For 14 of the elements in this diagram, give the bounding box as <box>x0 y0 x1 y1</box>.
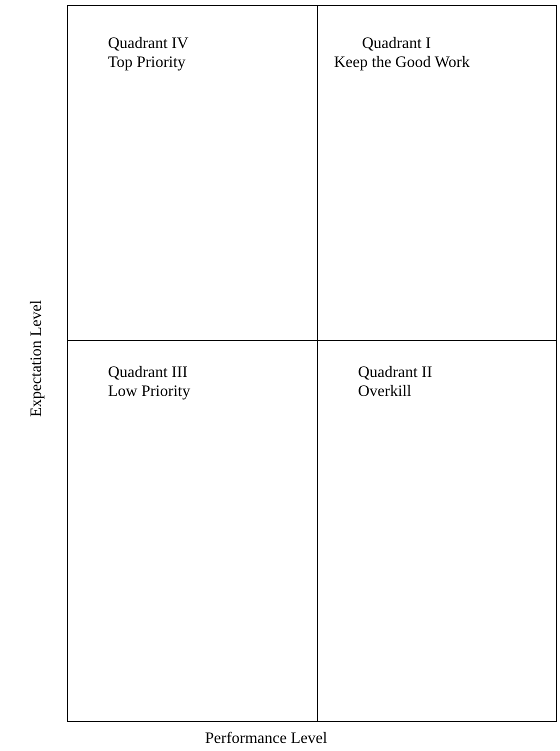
quadrant-title: Quadrant I <box>362 34 431 53</box>
quadrant-description: Low Priority <box>108 382 190 401</box>
quadrant-box <box>318 341 557 722</box>
quadrant-box <box>67 5 318 341</box>
quadrant-title: Quadrant IV <box>108 34 188 53</box>
quadrant-description: Top Priority <box>108 53 186 72</box>
x-axis-label: Performance Level <box>205 730 328 748</box>
quadrant-description: Overkill <box>358 382 412 401</box>
quadrant-box <box>67 341 318 722</box>
quadrant-description: Keep the Good Work <box>334 53 470 72</box>
quadrant-box <box>318 5 557 341</box>
quadrant-title: Quadrant II <box>358 363 432 382</box>
quadrant-title: Quadrant III <box>108 363 188 382</box>
y-axis-label: Expectation Level <box>28 300 46 417</box>
